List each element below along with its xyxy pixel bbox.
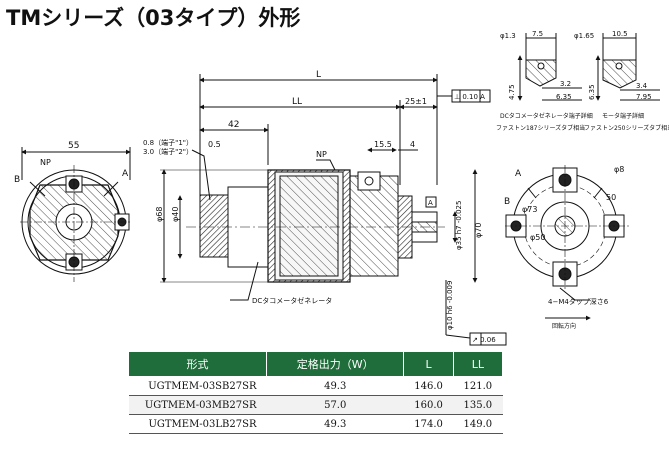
- a-right-label: A: [515, 169, 522, 179]
- phi73: φ73: [522, 205, 537, 214]
- phi50: φ50: [530, 233, 545, 242]
- t-795: 7.95: [636, 93, 652, 101]
- b-left-label: B: [14, 175, 20, 185]
- t-34: 3.4: [636, 82, 648, 90]
- phi10: φ10 h6 -0.009: [446, 281, 454, 330]
- cell-output: 57.0: [266, 395, 404, 415]
- table-row: UGTMEM-03MB27SR 57.0 160.0 135.0: [128, 395, 503, 415]
- term-187: ファストン187シリーズタブ相当: [496, 124, 585, 132]
- t-75: 7.5: [532, 30, 543, 38]
- dim-4: 4: [410, 140, 415, 149]
- np-left-label: NP: [40, 158, 51, 167]
- t-32: 3.2: [560, 80, 571, 88]
- table-row: UGTMEM-03SB27SR 49.3 146.0 121.0: [128, 376, 503, 396]
- tol-bottom: ↗ 0.06: [472, 336, 496, 344]
- dc-label: DCタコメータゼネレータ: [252, 296, 332, 305]
- header-LL: LL: [452, 351, 504, 377]
- term-dc: DCタコメータゼネレータ端子詳細: [500, 112, 593, 120]
- dim-25: 25±1: [405, 97, 427, 106]
- t-475: 4.75: [508, 84, 516, 100]
- a-left-label: A: [122, 169, 129, 179]
- t-phi165: φ1.65: [574, 32, 594, 40]
- right-end-view: [505, 165, 630, 321]
- note-08: 0.8（端子"1"）: [143, 138, 193, 147]
- note-30: 3.0（端子"2"）: [143, 147, 193, 156]
- page-title: TMシリーズ（03タイプ）外形: [6, 6, 301, 30]
- datum-a: A: [428, 199, 433, 207]
- dim-42: 42: [228, 120, 239, 130]
- spec-table: 形式 定格出力（W） L LL UGTMEM-03SB27SR 49.3 146…: [128, 351, 504, 434]
- cell-LL: 121.0: [453, 376, 503, 396]
- phi35: φ35 h7 -0.025: [455, 201, 463, 250]
- header-model: 形式: [128, 351, 267, 377]
- cell-model: UGTMEM-03LB27SR: [128, 414, 267, 434]
- cell-L: 174.0: [403, 414, 454, 434]
- header-L: L: [403, 351, 454, 377]
- table-row: UGTMEM-03LB27SR 49.3 174.0 149.0: [128, 414, 503, 434]
- t-105: 10.5: [612, 30, 628, 38]
- term-motor: モータ端子詳細: [602, 112, 644, 120]
- side-view: [160, 74, 507, 346]
- term-250: ファストン250シリーズタブ相当: [584, 124, 669, 132]
- spec-table-header: 形式 定格出力（W） L LL: [128, 351, 504, 377]
- tol-top: ⊥ 0.10 A: [454, 93, 485, 101]
- cell-LL: 149.0: [453, 414, 503, 434]
- rotation-label: 回転方向: [552, 322, 576, 330]
- tap-label: 4−M4タップ深さ6: [548, 297, 609, 306]
- left-end-view: [20, 147, 131, 282]
- cell-LL: 135.0: [453, 395, 503, 415]
- dim-155: 15.5: [374, 140, 392, 149]
- phi8: φ8: [614, 165, 624, 174]
- dim-50: 50: [606, 193, 616, 202]
- cell-model: UGTMEM-03MB27SR: [128, 395, 267, 415]
- cell-output: 49.3: [266, 376, 404, 396]
- t-phi13: φ1.3: [500, 32, 516, 40]
- phi70: φ70: [474, 223, 483, 238]
- phi68: φ68: [155, 207, 164, 222]
- dim-05: 0.5: [208, 140, 221, 149]
- cell-L: 146.0: [403, 376, 454, 396]
- header-rated-output: 定格出力（W）: [265, 351, 405, 377]
- terminal-details: [517, 33, 660, 101]
- dim-LL: LL: [292, 97, 302, 107]
- t-635v: 6.35: [588, 84, 596, 100]
- cell-L: 160.0: [403, 395, 454, 415]
- b-right-label: B: [504, 197, 510, 207]
- dim-L: L: [316, 70, 321, 80]
- dim-55: 55: [68, 141, 79, 151]
- drawing-labels: 55 NP B A L LL 42 25±1 ⊥ 0.10 A 0.8（端子"1…: [14, 30, 669, 344]
- cell-model: UGTMEM-03SB27SR: [128, 376, 267, 396]
- np-mid-label: NP: [316, 150, 327, 159]
- t-635: 6.35: [556, 93, 572, 101]
- cell-output: 49.3: [266, 414, 404, 434]
- phi40: φ40: [171, 207, 180, 222]
